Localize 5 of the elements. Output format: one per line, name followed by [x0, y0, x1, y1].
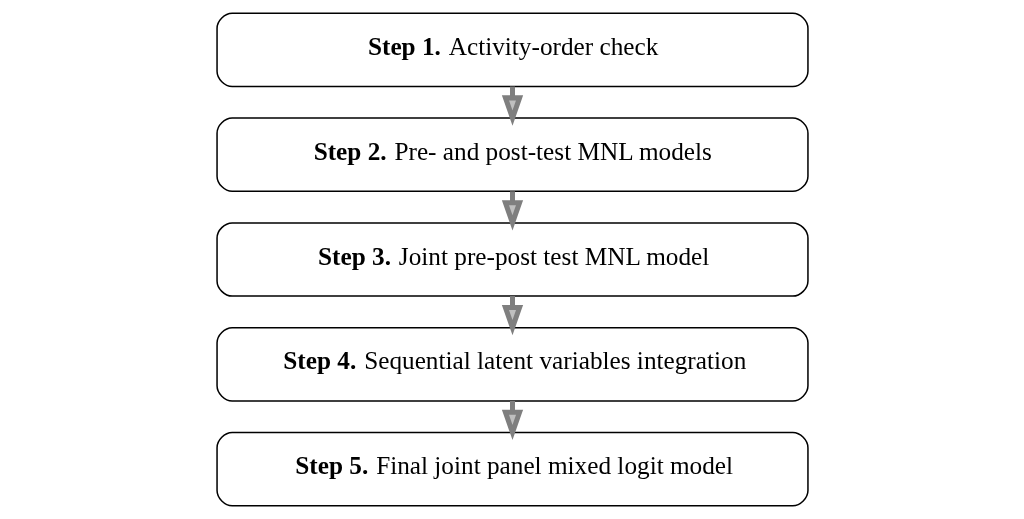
node-box: Step 5. Final joint panel mixed logit model	[215, 431, 809, 507]
node-box: Step 1. Activity-order check	[215, 12, 809, 88]
node-box: Step 2. Pre- and post-test MNL models	[215, 117, 809, 193]
node-box: Step 4. Sequential latent variables integration	[215, 326, 809, 402]
node-box: Step 3. Joint pre-post test MNL model	[215, 222, 809, 297]
